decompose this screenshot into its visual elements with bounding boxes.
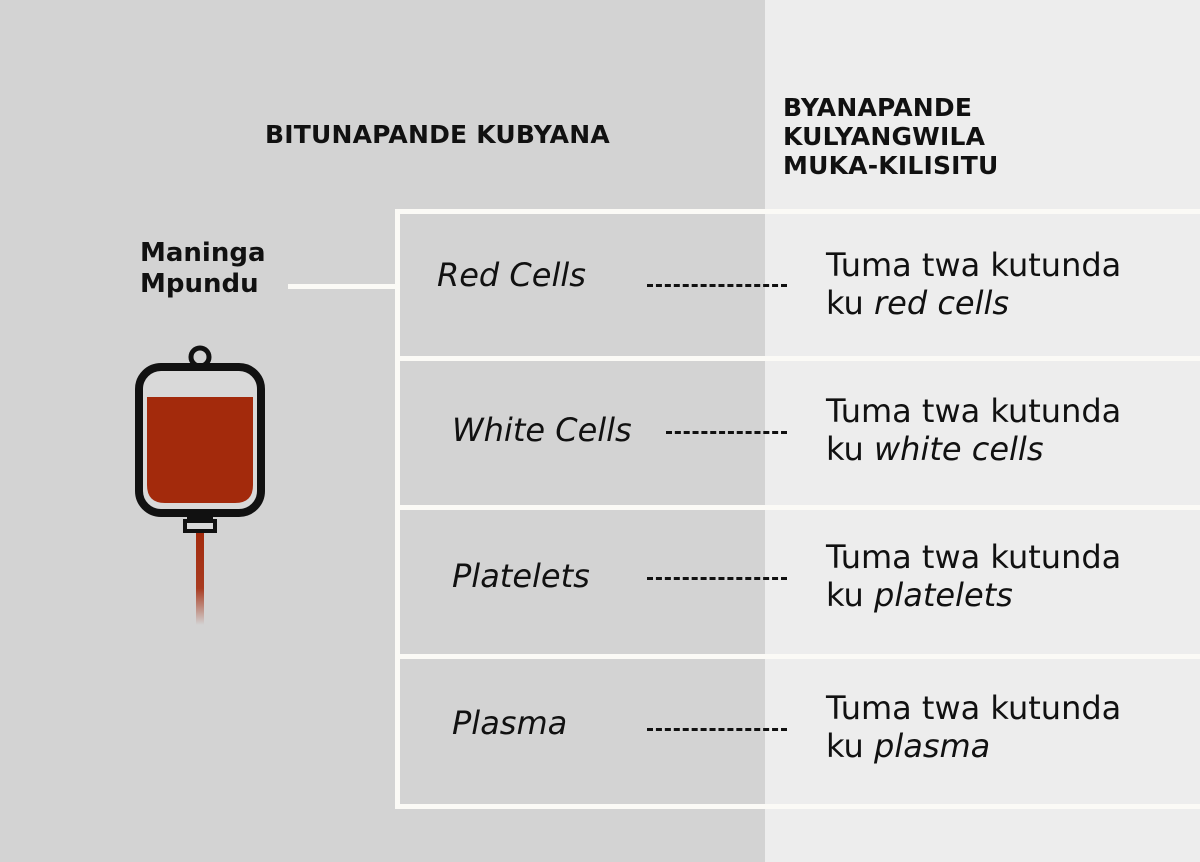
description-line-1: Tuma twa kutunda: [826, 392, 1122, 430]
component-plasma: Plasma: [452, 704, 568, 742]
heading-right-line-2: KULYANGWILA: [783, 122, 986, 151]
right-panel: [765, 0, 1200, 862]
description-plasma: Tuma twa kutunda ku plasma: [826, 689, 1121, 765]
dashed-link: [647, 284, 787, 290]
description-red-cells: Tuma twa kutunda ku red cells: [826, 246, 1121, 322]
source-label-line-1: Maninga: [140, 238, 266, 268]
connector-line: [288, 284, 398, 289]
description-ku: ku: [826, 430, 864, 468]
row-divider: [395, 654, 1200, 659]
description-italic: plasma: [874, 727, 991, 765]
source-label: Maninga Mpundu: [140, 238, 266, 300]
description-italic: platelets: [874, 576, 1013, 614]
heading-right-line-1: BYANAPANDE: [783, 93, 973, 122]
blood-bag-icon: [135, 345, 265, 634]
heading-right-line-3: MUKA-KILISITU: [783, 151, 999, 180]
component-platelets: Platelets: [452, 557, 590, 595]
description-line-1: Tuma twa kutunda: [826, 246, 1122, 284]
description-ku: ku: [826, 284, 864, 322]
description-ku: ku: [826, 576, 864, 614]
description-ku: ku: [826, 727, 864, 765]
heading-right: BYANAPANDE KULYANGWILA MUKA-KILISITU: [783, 93, 998, 180]
description-italic: white cells: [874, 430, 1044, 468]
dashed-link: [647, 728, 787, 734]
description-platelets: Tuma twa kutunda ku platelets: [826, 538, 1121, 614]
component-red-cells: Red Cells: [437, 256, 586, 294]
description-line-1: Tuma twa kutunda: [826, 689, 1122, 727]
dashed-link: [647, 577, 787, 583]
row-divider: [395, 505, 1200, 510]
description-white-cells: Tuma twa kutunda ku white cells: [826, 392, 1121, 468]
dashed-link: [666, 431, 787, 437]
component-white-cells: White Cells: [452, 411, 632, 449]
description-line-1: Tuma twa kutunda: [826, 538, 1122, 576]
row-divider: [395, 356, 1200, 361]
description-italic: red cells: [874, 284, 1010, 322]
heading-left: BITUNAPANDE KUBYANA: [265, 120, 610, 149]
source-label-line-2: Mpundu: [140, 269, 259, 299]
